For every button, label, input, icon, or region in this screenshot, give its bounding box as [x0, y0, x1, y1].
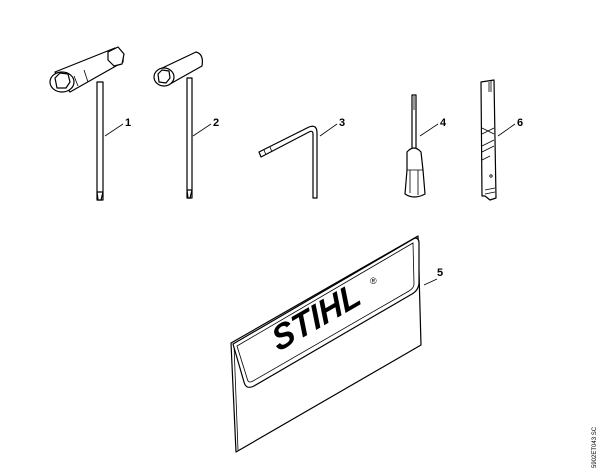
callout-5[interactable]: 5 [437, 267, 443, 279]
callout-1[interactable]: 1 [125, 117, 131, 129]
callout-3[interactable]: 3 [339, 117, 345, 129]
callout-2[interactable]: 2 [213, 117, 219, 129]
registered-mark: ® [370, 276, 377, 286]
part-4-screwdriver[interactable] [404, 94, 426, 198]
part-5-tool-pouch[interactable]: STIHL ® [230, 235, 422, 453]
part-6-file-gauge[interactable] [480, 79, 497, 201]
part-2-combination-wrench[interactable] [153, 51, 203, 199]
callout-4[interactable]: 4 [440, 117, 447, 129]
drawing-code: 5902ET043 SC [592, 426, 598, 468]
callout-6[interactable]: 6 [517, 117, 523, 129]
leader-line-3 [319, 123, 338, 137]
leader-line-5 [423, 278, 438, 286]
leader-line-2 [192, 123, 212, 137]
leader-line-4 [419, 123, 439, 137]
leader-line-1 [104, 123, 124, 137]
part-1-combination-wrench[interactable] [49, 46, 125, 201]
part-3-hex-key[interactable] [258, 125, 318, 199]
leader-line-6 [497, 123, 516, 137]
